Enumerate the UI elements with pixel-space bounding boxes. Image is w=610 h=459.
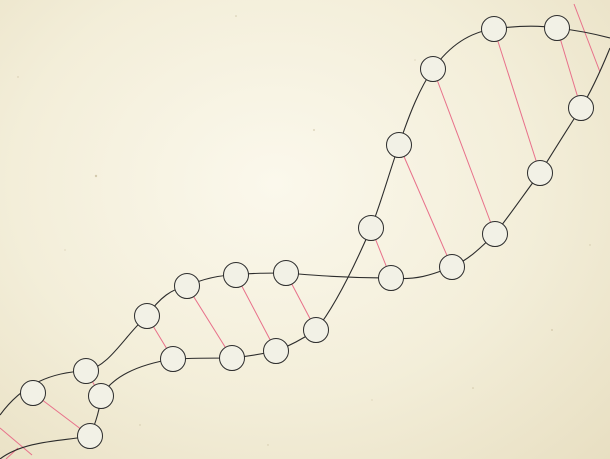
nucleotide-node-20[interactable] [528,161,553,186]
nucleotide-circle [387,133,412,158]
nucleotide-node-17[interactable] [421,57,446,82]
nucleotide-circle [161,347,186,372]
nucleotide-circle [74,359,99,384]
nucleotide-node-3[interactable] [89,384,114,409]
nucleotide-circle [483,222,508,247]
nucleotide-circle [421,57,446,82]
nucleotide-circle [89,384,114,409]
nucleotide-circle [78,424,103,449]
nucleotide-node-2[interactable] [74,359,99,384]
nucleotide-circle [21,381,46,406]
nucleotide-node-21[interactable] [545,16,570,41]
nucleotide-circle [304,318,329,343]
base-pair-13 [574,4,600,72]
nucleotide-node-9[interactable] [224,263,249,288]
nucleotide-node-18[interactable] [483,222,508,247]
nucleotide-node-1[interactable] [21,381,46,406]
nucleotide-circle [569,96,594,121]
nucleotide-circle [482,17,507,42]
base-pair-10 [433,69,495,234]
nucleotide-node-19[interactable] [482,17,507,42]
base-pair-11 [494,29,540,173]
nucleotide-node-12[interactable] [304,318,329,343]
nucleotide-circle [528,161,553,186]
nucleotide-node-16[interactable] [440,255,465,280]
node-group [21,16,594,449]
nucleotide-circle [135,304,160,329]
nucleotide-circle [440,255,465,280]
nucleotide-circle [224,263,249,288]
nucleotide-circle [545,16,570,41]
nucleotide-node-13[interactable] [359,216,384,241]
nucleotide-circle [264,339,289,364]
nucleotide-circle [175,274,200,299]
nucleotide-circle [379,266,404,291]
nucleotide-circle [220,346,245,371]
nucleotide-node-8[interactable] [220,346,245,371]
nucleotide-node-14[interactable] [379,266,404,291]
nucleotide-node-15[interactable] [387,133,412,158]
nucleotide-node-6[interactable] [161,347,186,372]
nucleotide-circle [359,216,384,241]
nucleotide-node-7[interactable] [175,274,200,299]
base-pair-9 [399,145,452,267]
nucleotide-node-4[interactable] [78,424,103,449]
nucleotide-node-22[interactable] [569,96,594,121]
nucleotide-node-5[interactable] [135,304,160,329]
nucleotide-node-11[interactable] [274,261,299,286]
nucleotide-node-10[interactable] [264,339,289,364]
nucleotide-circle [274,261,299,286]
base-pair-1 [0,428,32,455]
